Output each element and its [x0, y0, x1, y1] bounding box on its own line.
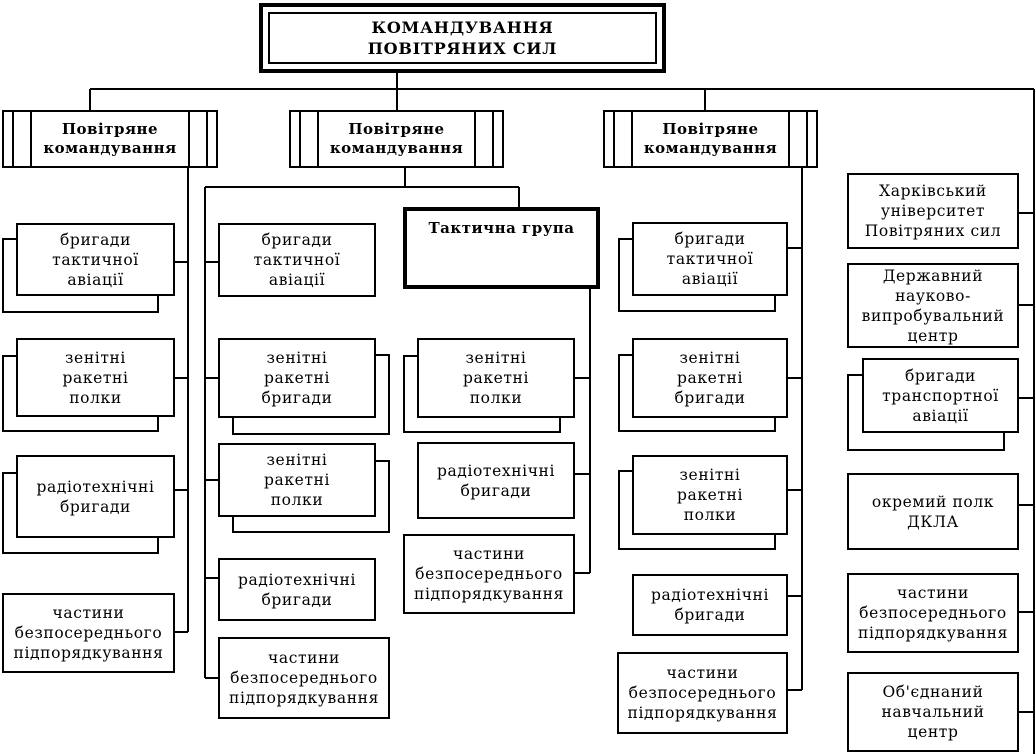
col2-unit-4: радіотехнічні бригади: [218, 558, 376, 621]
air-command-2: Повітряне командування: [289, 110, 504, 168]
col4-unit-3: зенітні ракетні полки: [632, 455, 788, 535]
col3-unit-2: радіотехнічні бригади: [417, 442, 575, 519]
air-command-3: Повітряне командування: [603, 110, 818, 168]
col2-unit-1: бригади тактичної авіації: [218, 223, 376, 297]
col5-unit-2-label: Державний науково- випробувальний центр: [861, 266, 1005, 345]
col3-unit-3: частини безпосереднього підпорядкування: [403, 534, 575, 614]
col2-unit-3: зенітні ракетні полки: [218, 443, 376, 517]
col5-unit-6-label: Об'єднаний навчальний центр: [881, 683, 985, 741]
col3-unit-3-label: частини безпосереднього підпорядкування: [414, 545, 564, 603]
col5-unit-3: бригади транспортної авіації: [862, 358, 1019, 433]
col2-unit-2-label: зенітні ракетні бригади: [261, 349, 333, 407]
col3-unit-1-label: зенітні ракетні полки: [462, 349, 530, 407]
col1-unit-2: зенітні ракетні полки: [16, 338, 175, 417]
col5-unit-4-label: окремий полк ДКЛА: [871, 492, 995, 531]
col3-unit-2-label: радіотехнічні бригади: [436, 461, 556, 500]
col5-unit-5: частини безпосереднього підпорядкування: [847, 573, 1019, 653]
col5-unit-1-label: Харківський університет Повітряних сил: [864, 182, 1002, 240]
col2-unit-2: зенітні ракетні бригади: [218, 338, 376, 418]
col2-unit-5: частини безпосереднього підпорядкування: [218, 637, 390, 719]
air-command-1: Повітряне командування: [2, 110, 218, 168]
col1-unit-3-label: радіотехнічні бригади: [36, 477, 155, 516]
col2-unit-4-label: радіотехнічні бригади: [237, 570, 357, 609]
col5-unit-4: окремий полк ДКЛА: [847, 473, 1019, 550]
tactical-group-label: Тактична група: [428, 219, 575, 237]
air-command-3-label: Повітряне командування: [643, 120, 778, 157]
col5-unit-3-label: бригади транспортної авіації: [882, 366, 999, 425]
air-command-1-label: Повітряне командування: [43, 120, 177, 157]
col4-unit-3-label: зенітні ракетні полки: [676, 466, 744, 524]
col4-unit-5-label: частини безпосереднього підпорядкування: [627, 664, 778, 722]
col4-unit-1-label: бригади тактичної авіації: [666, 230, 754, 288]
col4-unit-2: зенітні ракетні бригади: [632, 338, 788, 418]
col3-unit-1: зенітні ракетні полки: [417, 338, 575, 418]
col4-unit-4-label: радіотехнічні бригади: [650, 586, 770, 624]
col4-unit-2-label: зенітні ракетні бригади: [674, 349, 746, 407]
air-command-2-label: Повітряне командування: [329, 120, 464, 157]
col1-unit-4-label: частини безпосереднього підпорядкування: [13, 604, 164, 662]
col1-unit-3: радіотехнічні бригади: [16, 455, 175, 538]
col5-unit-5-label: частини безпосереднього підпорядкування: [858, 584, 1008, 642]
col5-unit-2: Державний науково- випробувальний центр: [847, 263, 1019, 348]
col5-unit-1: Харківський університет Повітряних сил: [847, 173, 1019, 249]
col1-unit-1: бригади тактичної авіації: [16, 223, 175, 296]
col2-unit-1-label: бригади тактичної авіації: [253, 231, 341, 289]
col4-unit-1: бригади тактичної авіації: [632, 222, 788, 296]
col4-unit-4: радіотехнічні бригади: [632, 574, 788, 636]
col1-unit-1-label: бригади тактичної авіації: [52, 230, 139, 289]
top-command-box: КОМАНДУВАННЯ ПОВІТРЯНИХ СИЛ: [259, 3, 666, 73]
col2-unit-3-label: зенітні ракетні полки: [263, 451, 331, 509]
col4-unit-5: частини безпосереднього підпорядкування: [617, 652, 788, 734]
tactical-group-box: Тактична група: [403, 207, 600, 289]
col5-unit-6: Об'єднаний навчальний центр: [847, 672, 1019, 752]
col2-unit-5-label: частини безпосереднього підпорядкування: [229, 649, 379, 707]
col1-unit-4: частини безпосереднього підпорядкування: [2, 593, 175, 673]
top-command-title: КОМАНДУВАННЯ ПОВІТРЯНИХ СИЛ: [367, 18, 558, 58]
col1-unit-2-label: зенітні ракетні полки: [62, 348, 129, 407]
